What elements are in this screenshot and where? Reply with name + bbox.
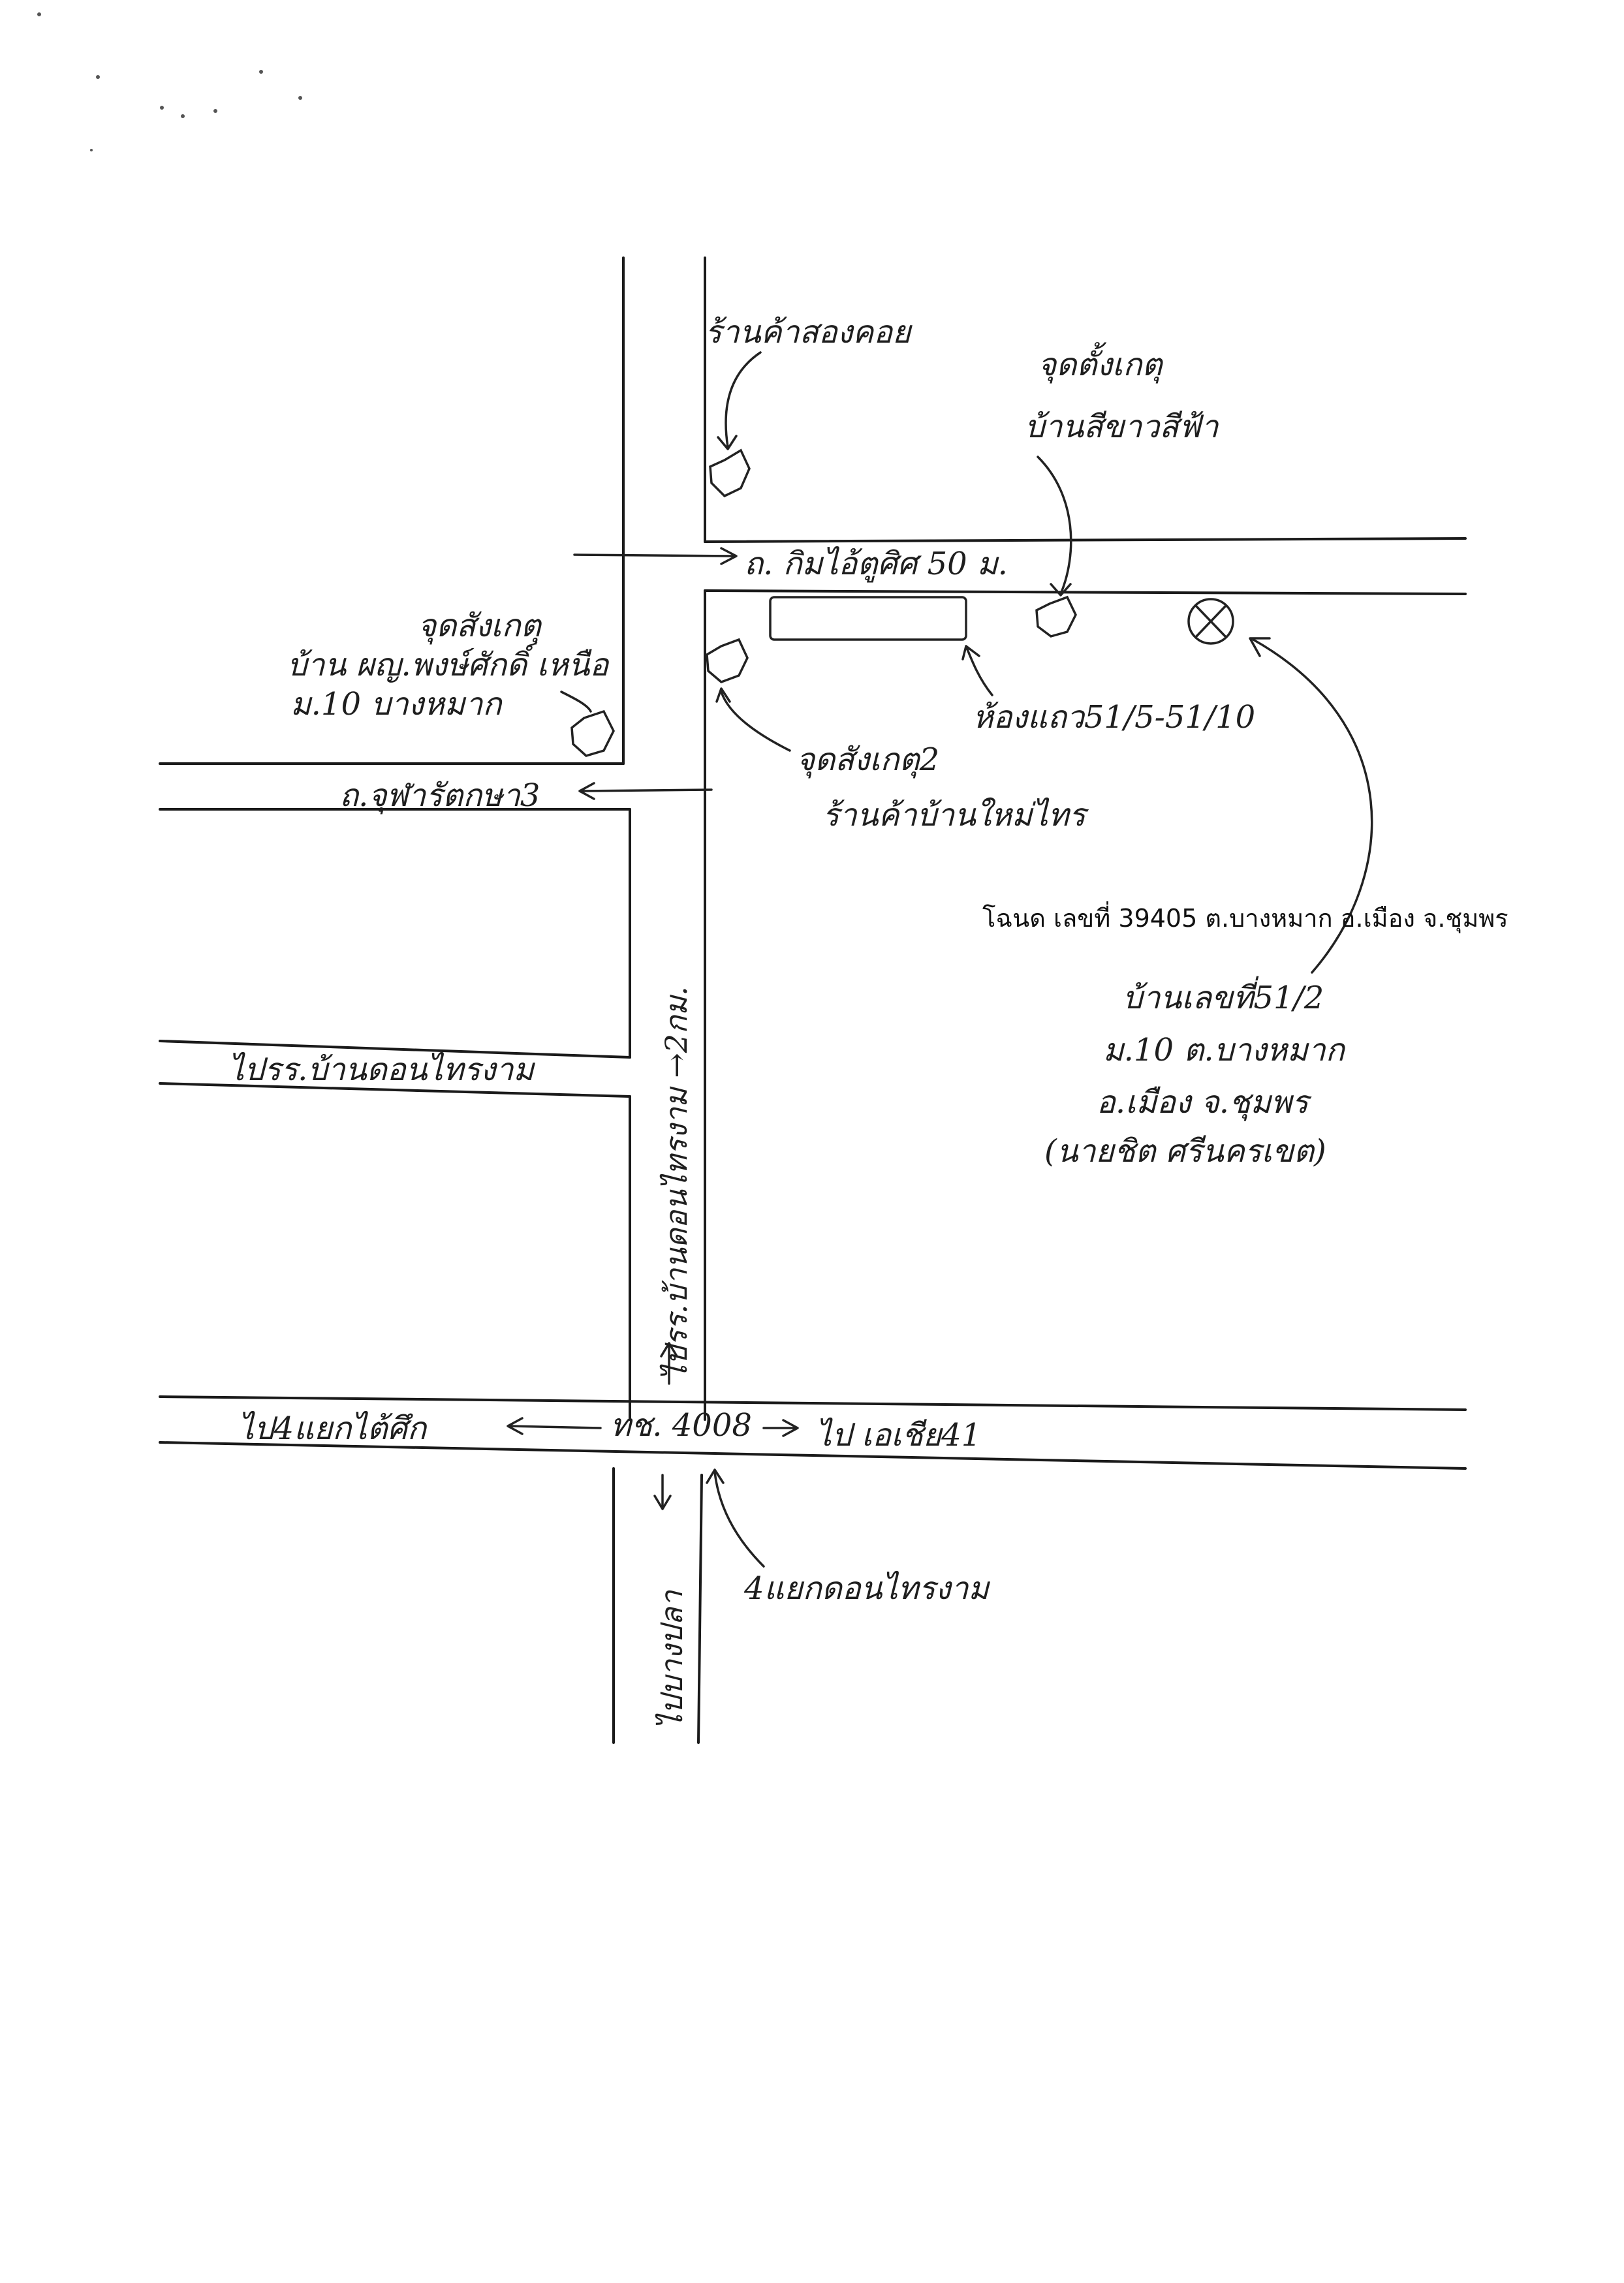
label-junction-left: ไป4แยกไต้ศึก: [238, 1410, 428, 1447]
label-address-3: อ.เมือง จ.ชุมพร: [1097, 1084, 1312, 1121]
label-main-road-vertical: ไปรร.บ้านดอนไทรงาม →2กม.: [659, 986, 694, 1380]
label-post2-place: บ้านสีขาวสีฟ้า: [1025, 409, 1220, 445]
label-to-bangplao: ไปบางปลา: [654, 1589, 689, 1730]
roads: [159, 256, 1467, 1744]
label-road-mid: ถ.จุฬารัตกษา3: [339, 777, 540, 815]
scan-specks: [37, 12, 302, 151]
landmarks: [570, 448, 1234, 757]
label-road-code: ทช. 4008: [610, 1407, 752, 1444]
label-rowhouse: ห้องแถว51/5-51/10: [973, 699, 1255, 736]
post2-hexagon: [1035, 595, 1077, 638]
label-post2: จุดตั้งเกตุ: [1038, 342, 1164, 384]
shop-hexagon-top: [709, 448, 751, 498]
post3-hexagon: [706, 638, 749, 683]
label-post3: จุดสังเกตุ2: [796, 741, 939, 779]
target-house-marker: [1187, 598, 1234, 645]
label-four-way: 4แยกดอนไทรงาม: [743, 1570, 990, 1607]
label-post1-place: บ้าน ผญ.พงษ์ศักดิ์ เหนือ: [287, 642, 610, 683]
label-road-top: ถ. กิมไอ้ตูศิศ 50 ม.: [744, 546, 1008, 583]
arrows: [507, 351, 1373, 1568]
label-address-4: (นายชิต ศรีนครเขต): [1044, 1133, 1326, 1170]
label-shop-top: ร้านค้าสองคอย: [705, 314, 913, 350]
label-address-2: ม.10 ต.บางหมาก: [1103, 1032, 1347, 1068]
label-to-school: ไปรร.บ้านดอนไทรงาม: [228, 1051, 535, 1088]
label-junction-right: ไป เอเชีย41: [816, 1417, 981, 1453]
map-labels: ร้านค้าสองคอย จุดตั้งเกตุ บ้านสีขาวสีฟ้า…: [228, 314, 1508, 1730]
label-post1: จุดสังเกตุ: [418, 608, 543, 645]
rowhouse-block: [769, 596, 967, 641]
label-post3-place: ร้านค้าบ้านใหม่ไทร: [822, 797, 1089, 833]
label-deed: โฉนด เลขที่ 39405 ต.บางหมาก อ.เมือง จ.ชุ…: [982, 901, 1508, 933]
label-post1-village: ม.10 บางหมาก: [290, 686, 503, 722]
label-address-1: บ้านเลขที่51/2: [1123, 976, 1324, 1016]
post1-hexagon: [570, 709, 615, 757]
